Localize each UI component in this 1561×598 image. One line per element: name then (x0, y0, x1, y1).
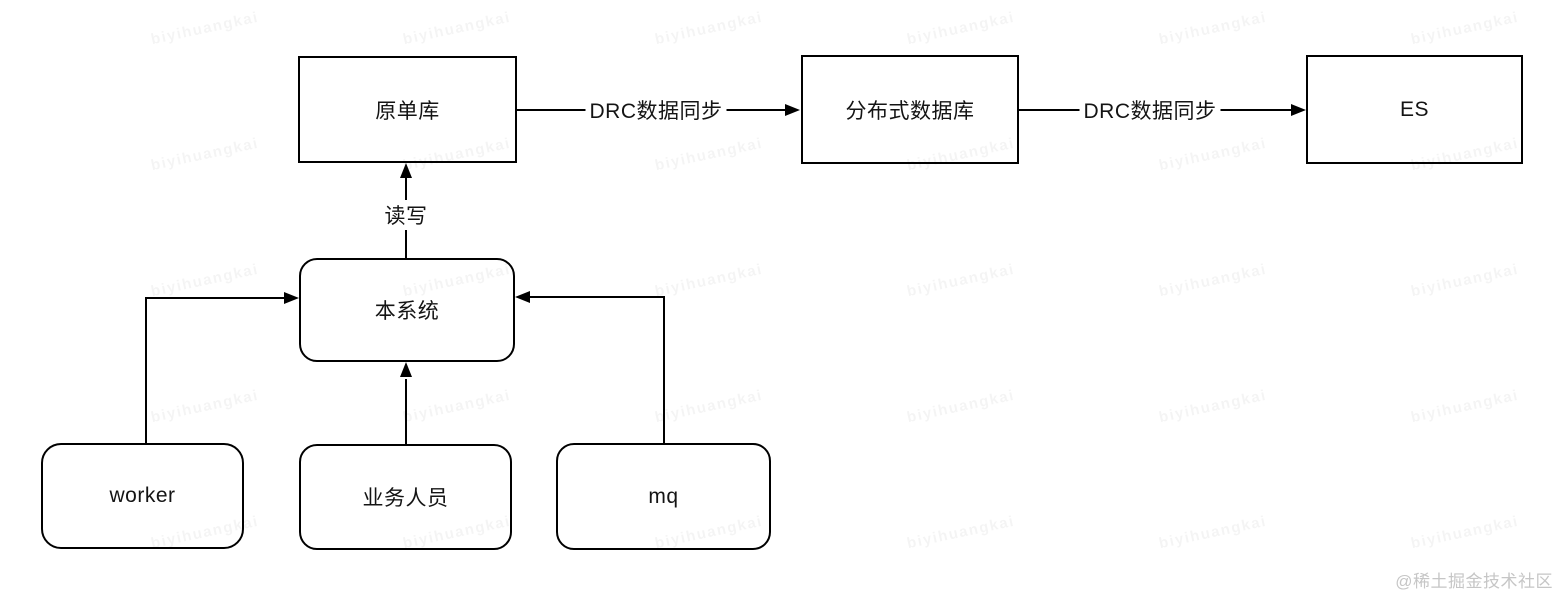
node-mq: mq (556, 443, 771, 550)
edge-label-drc-sync-2: DRC数据同步 (1079, 95, 1221, 125)
node-distributed-db: 分布式数据库 (801, 55, 1019, 164)
credit-watermark: @稀土掘金技术社区 (1395, 572, 1553, 591)
edge-mq-to-system (530, 296, 665, 443)
arrowhead-into-origin (400, 163, 412, 178)
node-business-staff: 业务人员 (299, 444, 512, 550)
edge-label-read-write: 读写 (380, 200, 432, 230)
node-es: ES (1306, 55, 1523, 164)
node-worker: worker (41, 443, 244, 549)
arrowhead-staff-into-system (400, 362, 412, 377)
arrowhead-worker-into-system (284, 292, 299, 304)
edge-worker-to-system (145, 297, 284, 443)
arrowhead-into-distributed (785, 104, 800, 116)
node-origin-db: 原单库 (298, 56, 517, 163)
arrowhead-mq-into-system (515, 291, 530, 303)
arrowhead-into-es (1291, 104, 1306, 116)
node-this-system: 本系统 (299, 258, 515, 362)
edge-label-drc-sync-1: DRC数据同步 (585, 95, 727, 125)
